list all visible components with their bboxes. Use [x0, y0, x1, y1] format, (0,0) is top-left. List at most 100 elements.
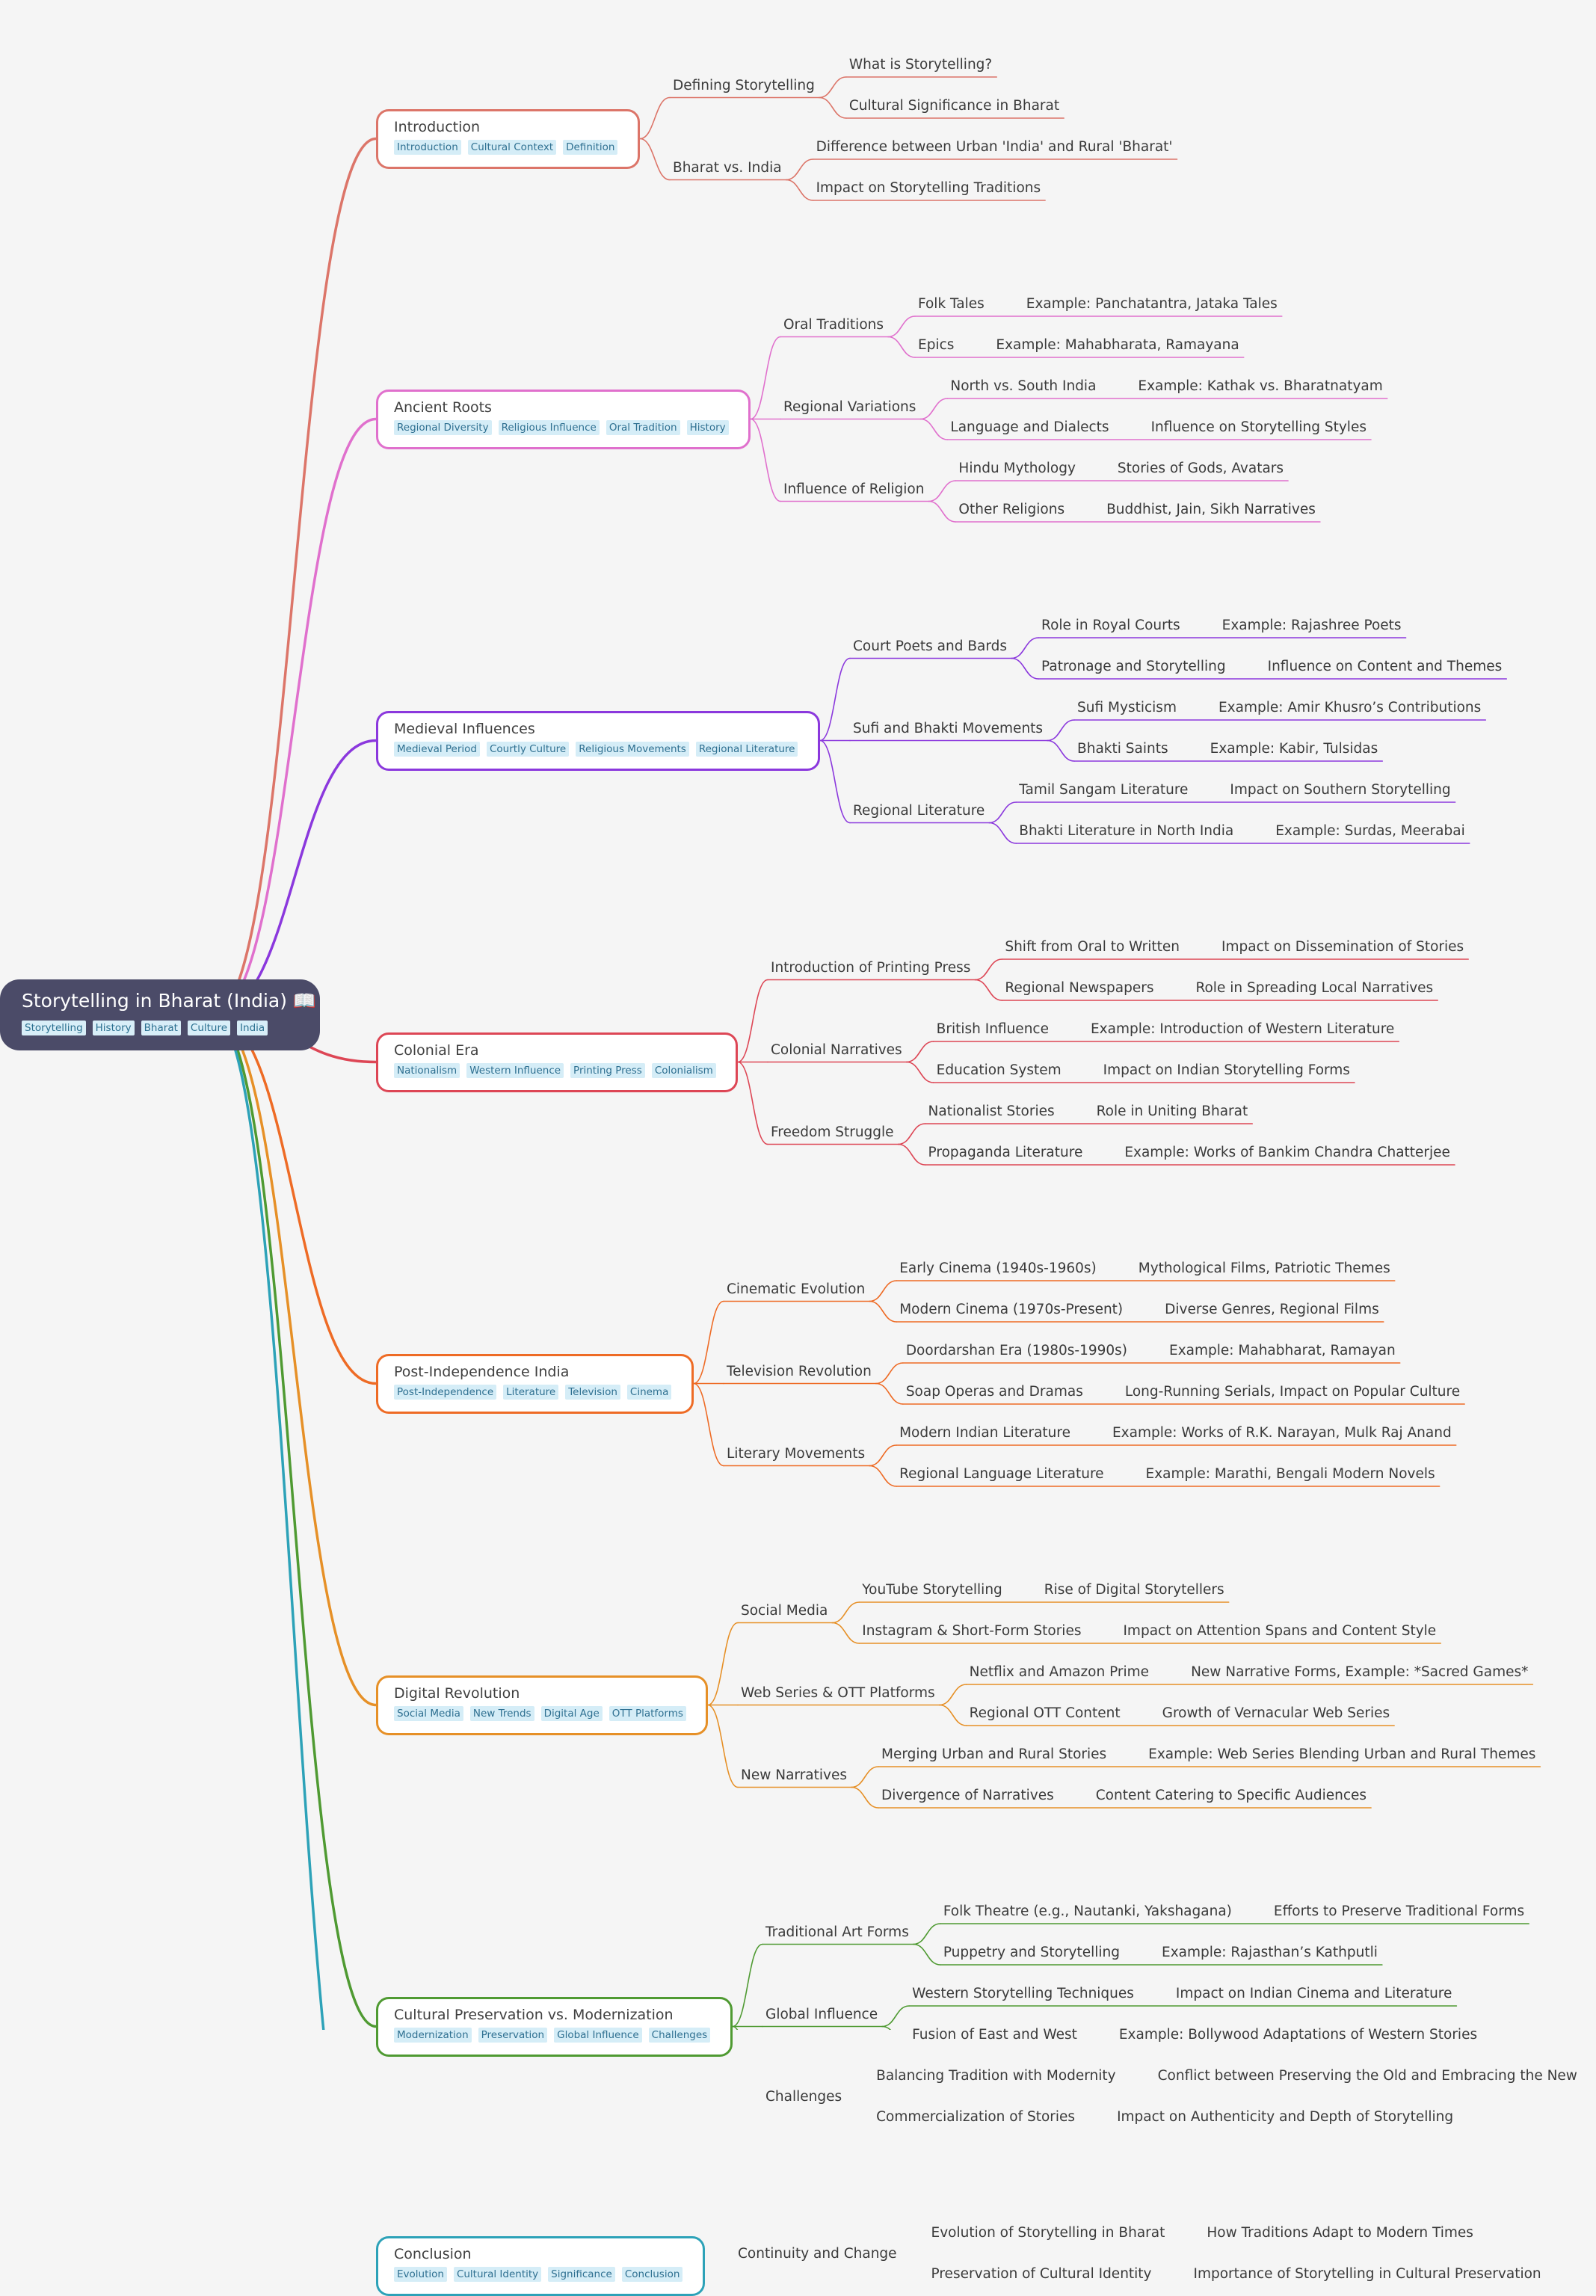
subtopic-label[interactable]: Sufi and Bhakti Movements — [853, 720, 1044, 736]
leaf-label[interactable]: Stories of Gods, Avatars — [1117, 461, 1284, 476]
detail-label[interactable]: Regional Newspapers — [1005, 980, 1154, 996]
leaf-label[interactable]: Mythological Films, Patriotic Themes — [1138, 1261, 1390, 1276]
subtopic-label[interactable]: Defining Storytelling — [673, 77, 815, 93]
detail-label[interactable]: Modern Indian Literature — [899, 1425, 1070, 1441]
detail-label[interactable]: Language and Dialects — [950, 419, 1109, 435]
subtopic-label[interactable]: Bharat vs. India — [673, 159, 782, 176]
leaf-label[interactable]: Rise of Digital Storytellers — [1044, 1582, 1224, 1598]
detail-label[interactable]: Regional OTT Content — [969, 1705, 1121, 1721]
detail-label[interactable]: Impact on Storytelling Traditions — [816, 180, 1041, 196]
detail-label[interactable]: Western Storytelling Techniques — [912, 1986, 1134, 2001]
subtopic-label[interactable]: Freedom Struggle — [771, 1124, 894, 1140]
detail-label[interactable]: Puppetry and Storytelling — [943, 1945, 1121, 1960]
subtopic-label[interactable]: Continuity and Change — [738, 2245, 897, 2262]
leaf-label[interactable]: Example: Mahabharat, Ramayan — [1169, 1343, 1396, 1358]
detail-label[interactable]: Modern Cinema (1970s-Present) — [899, 1302, 1124, 1317]
detail-label[interactable]: Cultural Significance in Bharat — [848, 98, 1060, 114]
leaf-label[interactable]: Role in Spreading Local Narratives — [1195, 980, 1434, 996]
detail-label[interactable]: What is Storytelling? — [848, 57, 993, 73]
detail-label[interactable]: Instagram & Short-Form Stories — [862, 1623, 1082, 1639]
subtopic-label[interactable]: Challenges — [765, 2088, 842, 2105]
subtopic-label[interactable]: Social Media — [741, 1602, 828, 1619]
leaf-label[interactable]: New Narrative Forms, Example: *Sacred Ga… — [1191, 1664, 1529, 1680]
leaf-label[interactable]: Example: Web Series Blending Urban and R… — [1148, 1746, 1536, 1762]
leaf-label[interactable]: Example: Works of Bankim Chandra Chatter… — [1124, 1145, 1450, 1160]
leaf-label[interactable]: Example: Marathi, Bengali Modern Novels — [1145, 1466, 1435, 1482]
leaf-label[interactable]: Example: Amir Khusro’s Contributions — [1218, 700, 1482, 715]
subtopic-label[interactable]: Court Poets and Bards — [853, 638, 1008, 654]
detail-label[interactable]: Epics — [918, 337, 955, 353]
leaf-label[interactable]: Importance of Storytelling in Cultural P… — [1193, 2266, 1541, 2282]
root-topic[interactable]: Storytelling in Bharat (India) 📖 Storyte… — [0, 979, 320, 1050]
detail-label[interactable]: Shift from Oral to Written — [1005, 939, 1180, 955]
detail-label[interactable]: Nationalist Stories — [928, 1104, 1055, 1119]
leaf-label[interactable]: Example: Panchatantra, Jataka Tales — [1026, 296, 1278, 312]
leaf-label[interactable]: Conflict between Preserving the Old and … — [1157, 2068, 1577, 2084]
detail-label[interactable]: Bhakti Saints — [1077, 741, 1168, 757]
detail-label[interactable]: Folk Tales — [918, 296, 985, 312]
subtopic-label[interactable]: Global Influence — [765, 2006, 878, 2022]
subtopic-label[interactable]: Introduction of Printing Press — [771, 959, 971, 976]
detail-label[interactable]: Balancing Tradition with Modernity — [876, 2068, 1116, 2084]
subtopic-label[interactable]: Web Series & OTT Platforms — [741, 1684, 935, 1701]
leaf-label[interactable]: Impact on Authenticity and Depth of Stor… — [1117, 2109, 1454, 2125]
detail-label[interactable]: Hindu Mythology — [958, 461, 1076, 476]
leaf-label[interactable]: Growth of Vernacular Web Series — [1162, 1705, 1390, 1721]
leaf-label[interactable]: Example: Surdas, Meerabai — [1275, 823, 1465, 839]
leaf-label[interactable]: Impact on Dissemination of Stories — [1221, 939, 1464, 955]
leaf-label[interactable]: Impact on Indian Storytelling Forms — [1103, 1062, 1350, 1078]
detail-label[interactable]: Tamil Sangam Literature — [1019, 782, 1189, 798]
subtopic-label[interactable]: Influence of Religion — [783, 481, 925, 497]
detail-label[interactable]: Patronage and Storytelling — [1041, 659, 1226, 674]
leaf-label[interactable]: Example: Introduction of Western Literat… — [1090, 1021, 1395, 1037]
leaf-label[interactable]: Content Catering to Specific Audiences — [1095, 1788, 1367, 1803]
detail-label[interactable]: Netflix and Amazon Prime — [969, 1664, 1150, 1680]
detail-label[interactable]: Sufi Mysticism — [1077, 700, 1177, 715]
leaf-label[interactable]: Example: Mahabharata, Ramayana — [996, 337, 1239, 353]
subtopic-label[interactable]: New Narratives — [741, 1767, 847, 1783]
leaf-label[interactable]: Example: Rajasthan’s Kathputli — [1162, 1945, 1378, 1960]
subtopic-label[interactable]: Cinematic Evolution — [727, 1281, 866, 1297]
detail-label[interactable]: Folk Theatre (e.g., Nautanki, Yakshagana… — [943, 1903, 1232, 1919]
leaf-label[interactable]: Example: Kabir, Tulsidas — [1210, 741, 1378, 757]
subtopic-label[interactable]: Colonial Narratives — [771, 1041, 902, 1058]
detail-label[interactable]: Education System — [936, 1062, 1062, 1078]
leaf-label[interactable]: Example: Kathak vs. Bharatnatyam — [1138, 378, 1383, 394]
subtopic-label[interactable]: Oral Traditions — [783, 316, 884, 333]
detail-label[interactable]: Doordarshan Era (1980s-1990s) — [905, 1343, 1128, 1358]
leaf-label[interactable]: Impact on Southern Storytelling — [1230, 782, 1451, 798]
leaf-label[interactable]: Influence on Storytelling Styles — [1150, 419, 1367, 435]
leaf-label[interactable]: Impact on Attention Spans and Content St… — [1123, 1623, 1437, 1639]
detail-label[interactable]: Preservation of Cultural Identity — [931, 2266, 1152, 2282]
leaf-label[interactable]: Example: Rajashree Poets — [1221, 618, 1402, 633]
detail-label[interactable]: Divergence of Narratives — [881, 1788, 1054, 1803]
detail-label[interactable]: Commercialization of Stories — [876, 2109, 1076, 2125]
subtopic-label[interactable]: Regional Variations — [783, 398, 916, 415]
detail-label[interactable]: Role in Royal Courts — [1041, 618, 1180, 633]
leaf-label[interactable]: Influence on Content and Themes — [1267, 659, 1503, 674]
detail-label[interactable]: Propaganda Literature — [928, 1145, 1083, 1160]
leaf-label[interactable]: Example: Works of R.K. Narayan, Mulk Raj… — [1112, 1425, 1452, 1441]
subtopic-label[interactable]: Regional Literature — [853, 802, 985, 819]
detail-label[interactable]: British Influence — [936, 1021, 1049, 1037]
subtopic-label[interactable]: Television Revolution — [727, 1363, 872, 1379]
detail-label[interactable]: Fusion of East and West — [912, 2027, 1077, 2043]
subtopic-label[interactable]: Literary Movements — [727, 1445, 866, 1462]
detail-label[interactable]: Other Religions — [958, 502, 1065, 517]
leaf-label[interactable]: Buddhist, Jain, Sikh Narratives — [1106, 502, 1316, 517]
subtopic-label[interactable]: Traditional Art Forms — [765, 1924, 909, 1940]
detail-label[interactable]: YouTube Storytelling — [862, 1582, 1002, 1598]
leaf-label[interactable]: Diverse Genres, Regional Films — [1165, 1302, 1379, 1317]
detail-label[interactable]: Merging Urban and Rural Stories — [881, 1746, 1107, 1762]
detail-label[interactable]: Evolution of Storytelling in Bharat — [931, 2225, 1165, 2241]
leaf-label[interactable]: Long-Running Serials, Impact on Popular … — [1124, 1384, 1461, 1400]
detail-label[interactable]: Early Cinema (1940s-1960s) — [899, 1261, 1097, 1276]
